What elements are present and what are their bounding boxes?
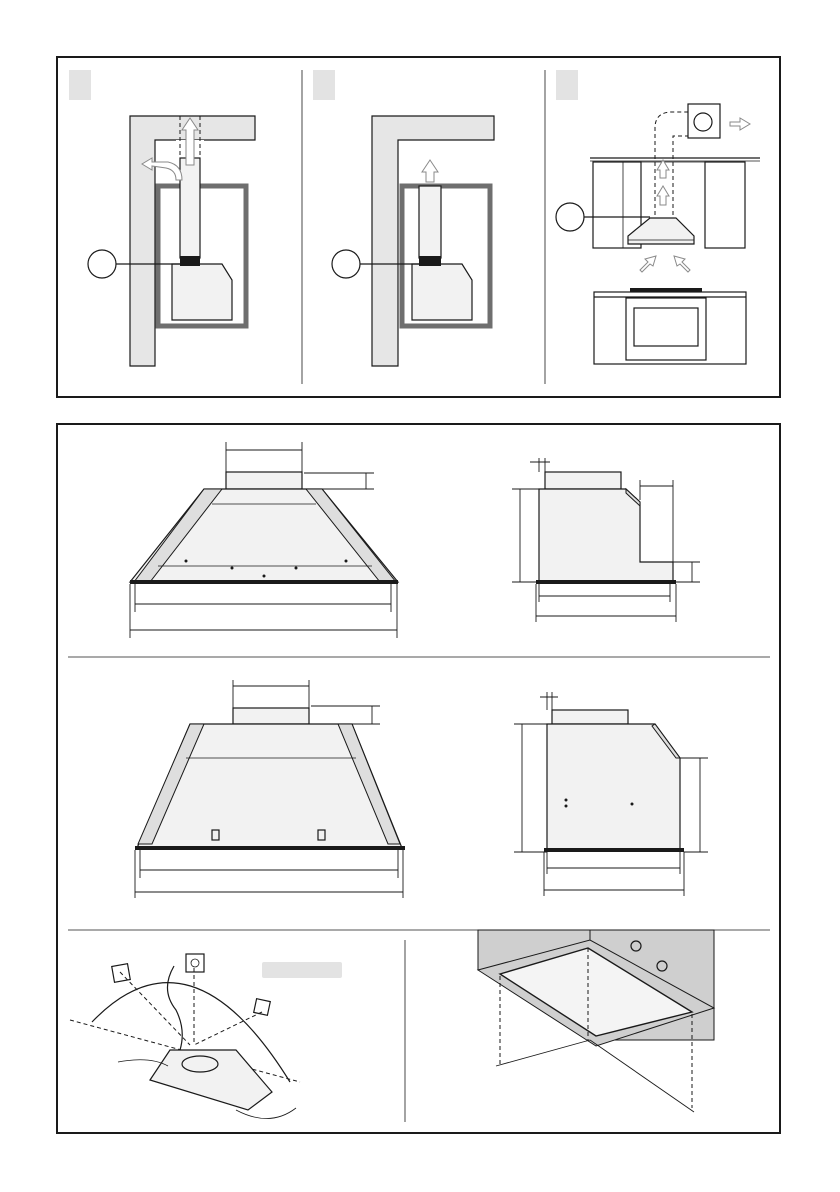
model-a-side-view [512, 458, 700, 622]
kitchen-panel [556, 104, 760, 364]
cooktop [630, 288, 702, 292]
callout-circle [332, 250, 360, 278]
fan-circle [694, 113, 712, 131]
installed-hood-view [478, 930, 714, 1112]
model-b-side-view [514, 692, 708, 896]
fan-box [688, 104, 720, 138]
duct [180, 158, 200, 258]
side-outline [539, 489, 673, 582]
model-b-front-view [135, 680, 405, 898]
step-label-2 [313, 70, 335, 100]
base-cabinet [594, 292, 746, 364]
oven-window [634, 308, 698, 346]
hood-body [412, 264, 472, 320]
ducted-up-panel [332, 116, 494, 366]
step-label-3 [556, 70, 578, 100]
intake-arrow-right [674, 256, 690, 272]
ducted-wall-panel [88, 116, 255, 366]
socket-right [254, 999, 271, 1016]
oven [626, 298, 706, 360]
wall-switch-label [262, 962, 342, 978]
hood-top [150, 1050, 272, 1110]
intake-arrow-left [640, 256, 656, 272]
model-a-front-view [130, 442, 398, 638]
electrical-connection-view [70, 954, 342, 1119]
hood-body [172, 264, 232, 320]
up-arrow-2 [657, 186, 669, 205]
airflow-up-arrow [422, 160, 438, 182]
exhaust-arrow [730, 118, 750, 130]
up-arrow-1 [657, 160, 669, 178]
callout-circle [556, 203, 584, 231]
socket-center [186, 954, 204, 972]
side-outline [547, 724, 680, 850]
duct [419, 186, 441, 258]
callout-circle [88, 250, 116, 278]
step-label-1 [69, 70, 91, 100]
right-cabinet [705, 162, 745, 248]
